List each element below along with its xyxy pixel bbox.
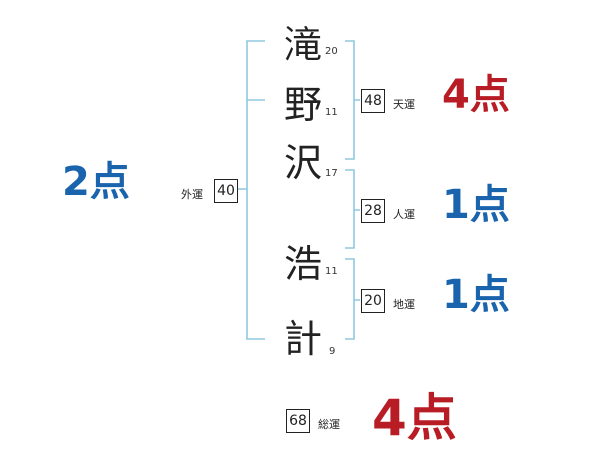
name-char-2: 野 [284,83,323,127]
name-char-3: 沢 [284,141,323,185]
name-char-4: 浩 [284,242,323,286]
stroke-count-2: 11 [325,107,338,118]
stroke-count-4: 11 [325,266,338,277]
chikaku-value: 20 [361,289,385,313]
outer-bracket [238,40,265,340]
chikaku-label: 地運 [393,298,415,311]
jinkaku-bracket [345,169,360,249]
soukaku-label: 総運 [318,418,340,431]
stroke-count-1: 20 [325,46,338,57]
name-char-1: 滝 [284,23,323,67]
name-char-5: 計 [284,317,323,361]
stroke-count-5: 9 [329,346,336,357]
tenkaku-value: 48 [361,89,385,113]
gaikaku-label: 外運 [181,188,203,201]
tenkaku-label: 天運 [393,98,415,111]
gaikaku-score: 2点 [62,159,130,205]
chikaku-score: 1点 [442,272,510,318]
jinkaku-label: 人運 [393,208,415,221]
tenkaku-score: 4点 [442,72,510,118]
gaikaku-value: 40 [214,179,238,203]
jinkaku-score: 1点 [442,182,510,228]
stroke-count-3: 17 [325,168,338,179]
chikaku-bracket [345,258,360,340]
jinkaku-value: 28 [361,199,385,223]
soukaku-value: 68 [286,409,310,433]
tenkaku-bracket [345,40,360,160]
soukaku-score: 4点 [372,389,457,447]
